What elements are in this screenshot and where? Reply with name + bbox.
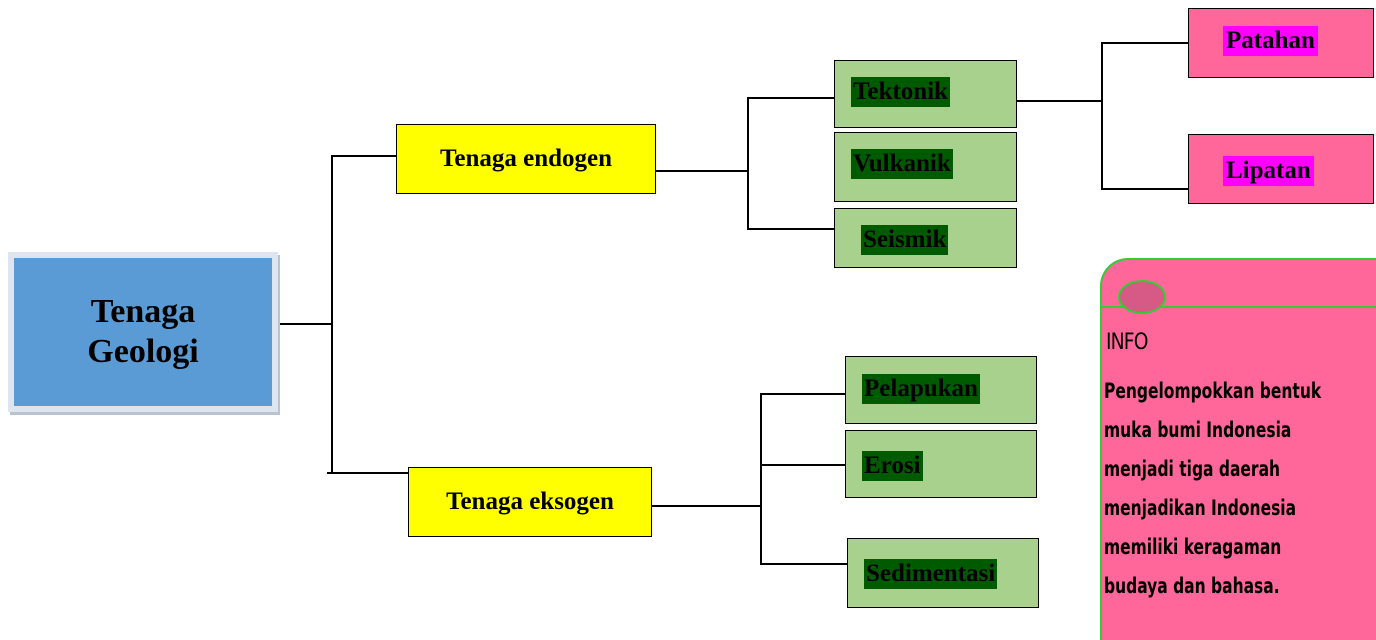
connector-to-seismik xyxy=(747,228,834,230)
leaf-vulkanik-label: Vulkanik xyxy=(851,149,953,179)
leaf-pelapukan: Pelapukan xyxy=(845,356,1037,424)
leaf-erosi-label: Erosi xyxy=(862,451,923,481)
connector-to-patahan xyxy=(1101,42,1188,44)
connector-tektonik-out xyxy=(1016,100,1103,102)
connector-to-endogen xyxy=(331,155,396,157)
info-scroll-curl xyxy=(1118,280,1166,314)
info-line: muka bumi Indonesia xyxy=(1104,418,1292,442)
connector-to-erosi xyxy=(760,464,845,466)
leaf-tektonik-label: Tektonik xyxy=(851,77,950,107)
sub-leaf-patahan-label: Patahan xyxy=(1223,26,1318,56)
branch-eksogen-label: Tenaga eksogen xyxy=(446,488,614,515)
sub-leaf-lipatan: Lipatan xyxy=(1188,134,1374,204)
info-line: budaya dan bahasa. xyxy=(1104,574,1280,598)
leaf-pelapukan-label: Pelapukan xyxy=(862,374,980,404)
info-line: menjadikan Indonesia xyxy=(1104,496,1297,520)
connector-root xyxy=(272,323,333,325)
connector-eksogen-out xyxy=(651,505,762,507)
connector-to-lipatan xyxy=(1101,188,1188,190)
connector-to-tektonik xyxy=(747,97,834,99)
root-label: Tenaga Geologi xyxy=(87,293,199,370)
connector-to-sedimentasi xyxy=(760,563,847,565)
branch-endogen: Tenaga endogen xyxy=(396,124,656,194)
connector-eksogen-vertical xyxy=(760,393,762,565)
leaf-vulkanik: Vulkanik xyxy=(834,132,1017,202)
info-scroll-fold xyxy=(1100,306,1376,308)
sub-leaf-lipatan-label: Lipatan xyxy=(1223,156,1314,186)
leaf-sedimentasi: Sedimentasi xyxy=(847,538,1039,608)
connector-endogen-vertical xyxy=(747,97,749,230)
info-line: memiliki keragaman xyxy=(1104,535,1282,559)
leaf-seismik-label: Seismik xyxy=(861,225,949,255)
leaf-seismik: Seismik xyxy=(834,208,1017,268)
root-node: Tenaga Geologi xyxy=(8,252,278,412)
connector-root-vertical xyxy=(331,155,333,473)
info-line: menjadi tiga daerah xyxy=(1104,457,1281,481)
connector-to-eksogen xyxy=(327,472,408,474)
leaf-erosi: Erosi xyxy=(845,430,1037,498)
info-title: INFO xyxy=(1106,330,1148,355)
branch-endogen-label: Tenaga endogen xyxy=(439,145,613,172)
leaf-sedimentasi-label: Sedimentasi xyxy=(864,559,998,589)
info-scroll xyxy=(1100,258,1376,640)
info-text: Pengelompokkan bentuk muka bumi Indonesi… xyxy=(1104,372,1375,606)
info-line: Pengelompokkan bentuk xyxy=(1104,379,1322,403)
connector-endogen-out xyxy=(655,170,749,172)
connector-tektonik-vertical xyxy=(1101,42,1103,190)
sub-leaf-patahan: Patahan xyxy=(1188,8,1374,78)
connector-to-pelapukan xyxy=(760,393,845,395)
leaf-tektonik: Tektonik xyxy=(834,60,1017,128)
branch-eksogen: Tenaga eksogen xyxy=(408,467,652,537)
